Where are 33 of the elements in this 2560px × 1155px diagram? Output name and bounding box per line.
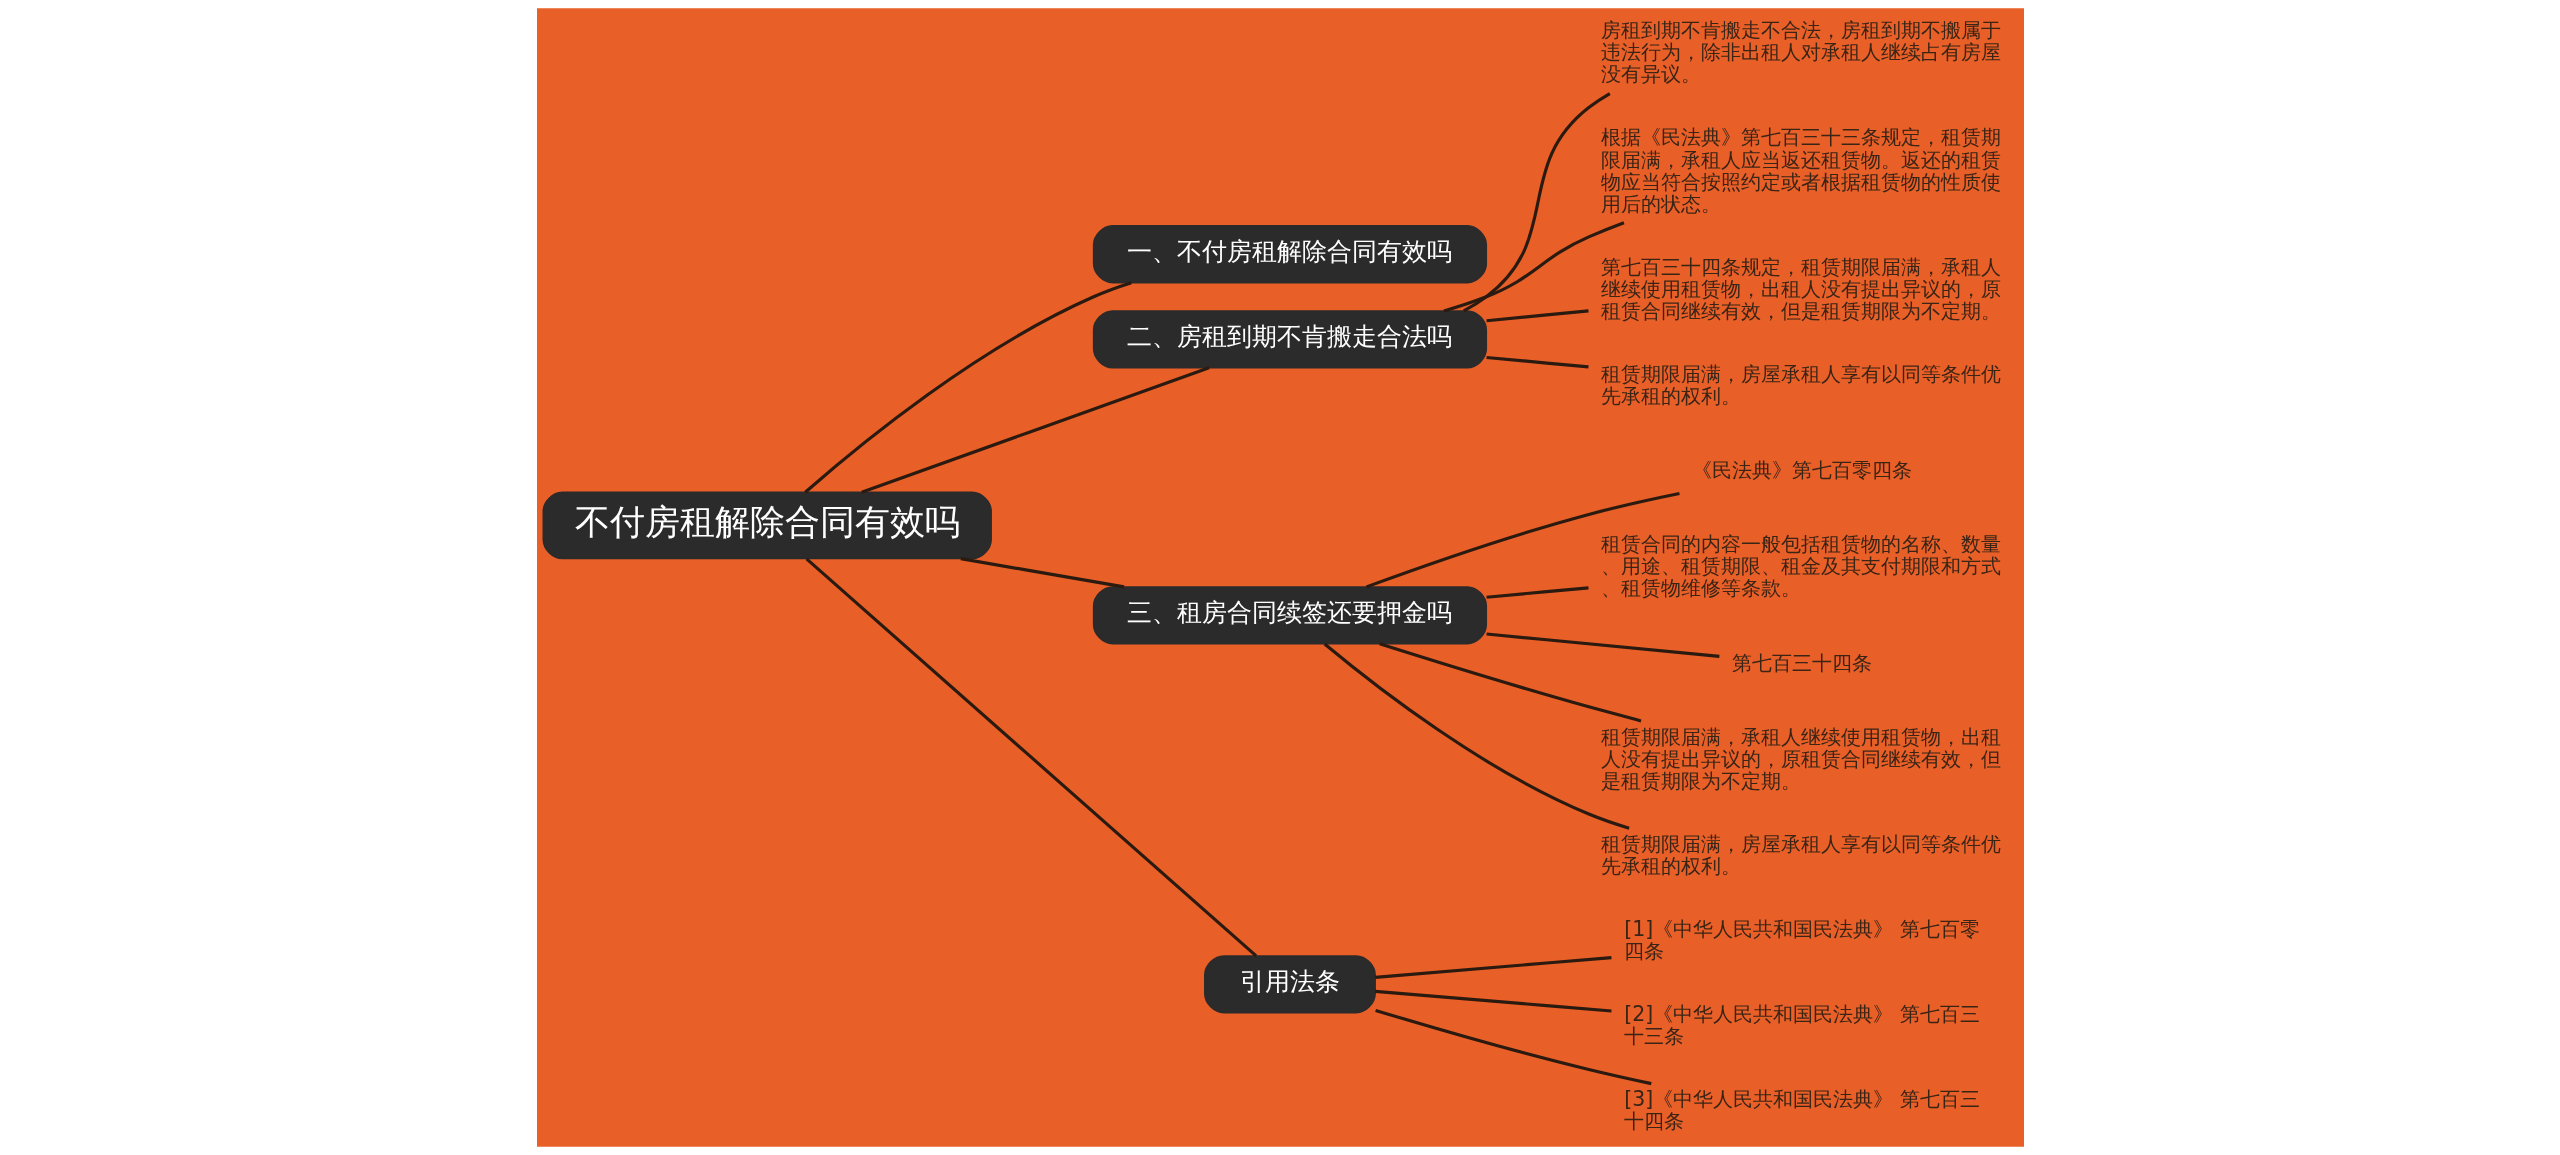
node-box: 一、不付房租解除合同有效吗	[1092, 225, 1487, 284]
connector	[1485, 632, 1719, 658]
connector	[1365, 491, 1680, 589]
connector	[1323, 642, 1630, 830]
node-text: 第七百三十四条规定，租赁期限届满，承租人继续使用租赁物，出租人没有提出异议的，原租赁合同继续有效，但是租赁期限为不定期。	[1600, 254, 2001, 323]
connector	[805, 557, 1257, 958]
node-box: 引用法条	[1203, 955, 1376, 1014]
node-text: [1]《中华人民共和国民法典》 第七百零四条	[1623, 917, 1980, 964]
node-text: 根据《民法典》第七百三十三条规定，租赁期限届满，承租人应当返还租赁物。返还的租赁物应当符合按照约定或者根据租赁物的性质使用后的状态。	[1600, 125, 2001, 216]
node-text: [2]《中华人民共和国民法典》 第七百三十三条	[1623, 1002, 1980, 1049]
connector	[1374, 1008, 1652, 1086]
connector	[960, 557, 1124, 589]
node-text: 租赁合同的内容一般包括租赁物的名称、数量、用途、租赁期限、租金及其支付期限和方式、租赁物维修等条款。	[1600, 532, 2001, 601]
node-text: 租赁期限届满，房屋承租人享有以同等条件优先承租的权利。	[1600, 831, 2001, 879]
connector	[1485, 586, 1589, 599]
node-box: 三、租房合同续签还要押金吗	[1092, 586, 1487, 645]
node-box: 不付房租解除合同有效吗	[542, 491, 992, 560]
connector	[860, 366, 1210, 494]
connector	[1462, 92, 1611, 313]
node-text: 租赁期限届满，房屋承租人享有以同等条件优先承租的权利。	[1600, 362, 2001, 409]
node-text: 房租到期不肯搬走不合法，房租到期不搬属于违法行为，除非出租人对承租人继续占有房屋没有异议。	[1600, 18, 2001, 87]
connector	[1374, 956, 1612, 979]
node-text: 租赁期限届满，承租人继续使用租赁物，出租人没有提出异议的，原租赁合同继续有效，但是租赁期限为不定期。	[1600, 724, 2001, 793]
node-text: 《民法典》第七百零四条	[1691, 458, 1912, 483]
connector	[1374, 989, 1612, 1013]
node-box: 二、房租到期不肯搬走合法吗	[1092, 310, 1487, 369]
connector	[1485, 309, 1589, 323]
connector	[1442, 221, 1624, 313]
connector	[1485, 355, 1589, 369]
connector	[803, 281, 1132, 494]
node-text: [3]《中华人民共和国民法典》 第七百三十四条	[1623, 1087, 1980, 1134]
connector	[1378, 642, 1641, 723]
node-text: 第七百三十四条	[1731, 650, 1872, 675]
